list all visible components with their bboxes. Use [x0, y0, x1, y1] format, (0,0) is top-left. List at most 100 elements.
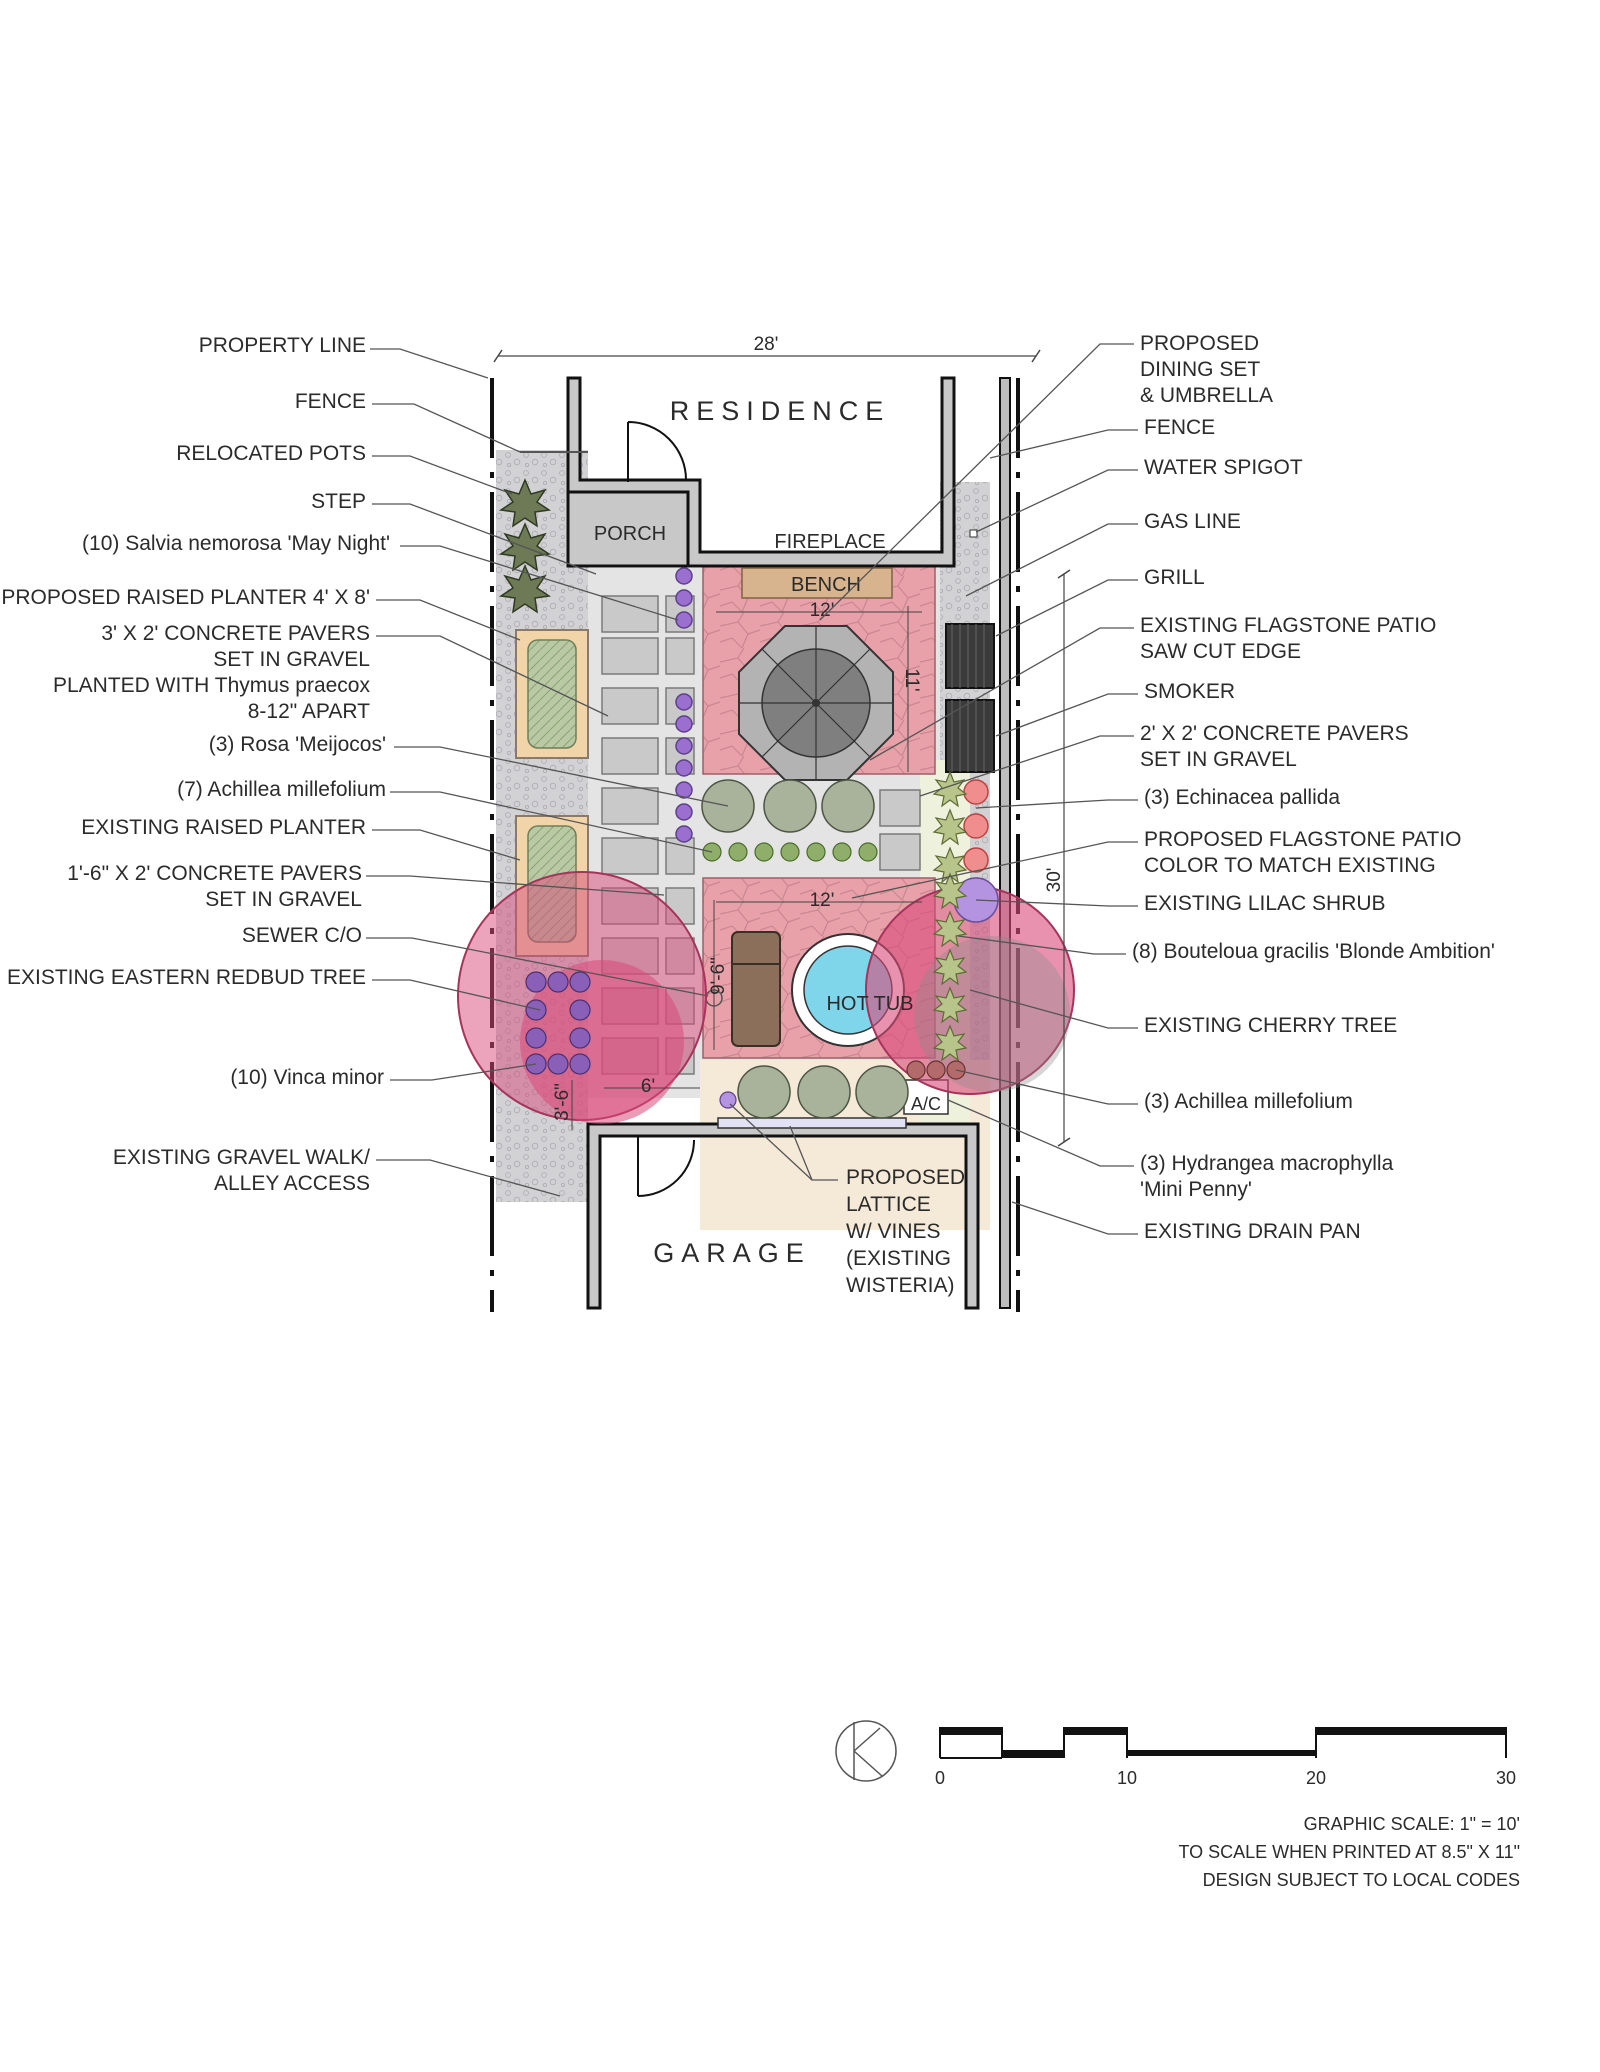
garage-label: GARAGE [653, 1238, 811, 1268]
label-alley-access: ALLEY ACCESS [214, 1172, 370, 1195]
lattice-labels: PROPOSED LATTICE W/ VINES (EXISTING WIST… [846, 1166, 965, 1297]
fireplace-label: FIREPLACE [774, 531, 885, 553]
lattice [717, 1117, 907, 1129]
dim-upper-width: 12' [810, 600, 835, 621]
dim-upper-depth: 11' [901, 668, 922, 691]
dim-total-width: 28' [754, 334, 779, 355]
scale-tick-30: 30 [1496, 1768, 1516, 1788]
garage-door-icon [637, 1136, 695, 1197]
label-redbud: EXISTING EASTERN REDBUD TREE [7, 966, 366, 989]
label-water-spigot: WATER SPIGOT [1144, 456, 1303, 479]
label-gravel-walk: EXISTING GRAVEL WALK/ [113, 1146, 370, 1169]
label-thymus-spacing: 8-12" APART [248, 700, 370, 723]
label-lattice-1: PROPOSED [846, 1166, 965, 1189]
leader-lines [366, 343, 1138, 1235]
rosa-shrubs [701, 779, 875, 833]
planter-herb-fill [527, 639, 577, 749]
label-lattice-2: LATTICE [846, 1193, 931, 1216]
scale-tick-0: 0 [935, 1768, 945, 1788]
label-pavers-1-6x2-gravel: SET IN GRAVEL [205, 888, 362, 911]
label-color-match: COLOR TO MATCH EXISTING [1144, 854, 1436, 877]
label-echinacea: (3) Echinacea pallida [1144, 786, 1340, 809]
bouteloua-grasses [932, 770, 968, 1062]
label-step: STEP [311, 490, 366, 513]
hydrangea-plants [737, 1065, 909, 1119]
label-sewer-co: SEWER C/O [242, 924, 362, 947]
bench [741, 567, 893, 599]
label-smoker: SMOKER [1144, 680, 1235, 703]
label-proposed-raised-planter: PROPOSED RAISED PLANTER 4' X 8' [1, 586, 370, 609]
scale-tick-10: 10 [1117, 1768, 1137, 1788]
label-lattice-5: WISTERIA) [846, 1274, 955, 1297]
label-property-line: PROPERTY LINE [199, 334, 366, 357]
label-mini-penny: 'Mini Penny' [1140, 1178, 1252, 1201]
note-print-size: TO SCALE WHEN PRINTED AT 8.5" X 11" [1178, 1842, 1520, 1862]
label-salvia: (10) Salvia nemorosa 'May Night' [82, 532, 390, 555]
label-pavers-2x2-gravel: SET IN GRAVEL [1140, 748, 1297, 771]
smoker [945, 699, 995, 773]
label-dining-1: PROPOSED [1140, 332, 1259, 355]
north-arrow-icon [835, 1720, 897, 1782]
dim-lower-width: 12' [810, 890, 835, 911]
label-existing-raised-planter: EXISTING RAISED PLANTER [81, 816, 366, 839]
label-pavers-2x2: 2' X 2' CONCRETE PAVERS [1140, 722, 1409, 745]
label-fence-left: FENCE [295, 390, 366, 413]
label-existing-flagstone: EXISTING FLAGSTONE PATIO [1140, 614, 1436, 637]
porch-label: PORCH [594, 523, 666, 545]
scale-notes: GRAPHIC SCALE: 1" = 10' TO SCALE WHEN PR… [1178, 1814, 1520, 1890]
echinacea-plants [963, 779, 989, 873]
label-thymus: PLANTED WITH Thymus praecox [53, 674, 371, 697]
garage-wall [586, 1122, 980, 1310]
hot-tub-label: HOT TUB [826, 993, 913, 1015]
dim-walk-width: 6' [641, 1076, 655, 1097]
label-fence-right: FENCE [1144, 416, 1215, 439]
dining-set-umbrella [738, 625, 894, 781]
dim-lower-depth: 9'-6" [708, 957, 729, 995]
label-rosa: (3) Rosa 'Meijocos' [209, 733, 386, 756]
lounge-chair [731, 931, 781, 1047]
label-dining-3: & UMBRELLA [1140, 384, 1273, 407]
note-graphic-scale: GRAPHIC SCALE: 1" = 10' [1304, 1814, 1520, 1834]
label-gas-line: GAS LINE [1144, 510, 1241, 533]
label-lattice-4: (EXISTING [846, 1247, 951, 1270]
label-vinca: (10) Vinca minor [230, 1066, 384, 1089]
label-grill: GRILL [1144, 566, 1205, 589]
bench-label: BENCH [791, 574, 861, 596]
label-proposed-flagstone: PROPOSED FLAGSTONE PATIO [1144, 828, 1461, 851]
label-hydrangea: (3) Hydrangea macrophylla [1140, 1152, 1394, 1175]
porch [566, 490, 690, 568]
dim-total-depth: 30' [1044, 868, 1065, 893]
ac-label: A/C [911, 1094, 941, 1114]
graphic-scale-bar: 0 10 20 30 [935, 1727, 1516, 1788]
label-drain-pan: EXISTING DRAIN PAN [1144, 1220, 1361, 1243]
left-labels: PROPERTY LINE FENCE RELOCATED POTS STEP … [1, 334, 390, 1195]
label-achillea-7: (7) Achillea millefolium [177, 778, 386, 801]
label-bouteloua: (8) Bouteloua gracilis 'Blonde Ambition' [1132, 940, 1495, 963]
fence-right [999, 377, 1011, 1309]
furnishings [705, 529, 995, 1115]
label-cherry-tree: EXISTING CHERRY TREE [1144, 1014, 1397, 1037]
dimensions: 28' 30' 12' 11' 12' 9'-6" 6' 3'-6" [493, 334, 1071, 1147]
dim-walk-depth: 3'-6" [552, 1083, 573, 1121]
right-labels: PROPOSED DINING SET & UMBRELLA FENCE WAT… [1132, 332, 1495, 1243]
water-spigot-icon [969, 529, 978, 538]
label-relocated-pots: RELOCATED POTS [176, 442, 366, 465]
internal-labels: RESIDENCE GARAGE PORCH FIREPLACE BENCH H… [594, 396, 941, 1268]
achillea-row [702, 842, 878, 862]
salvia-plants [675, 567, 693, 843]
label-achillea-3: (3) Achillea millefolium [1144, 1090, 1353, 1113]
residence-door-icon [627, 421, 687, 482]
note-local-codes: DESIGN SUBJECT TO LOCAL CODES [1203, 1870, 1520, 1890]
vinca-plants [525, 971, 591, 1075]
label-pavers-3x2: 3' X 2' CONCRETE PAVERS [101, 622, 370, 645]
grill [945, 623, 995, 689]
label-dining-2: DINING SET [1140, 358, 1260, 381]
structures [490, 376, 1020, 1312]
label-pavers-1-6x2: 1'-6" X 2' CONCRETE PAVERS [67, 862, 362, 885]
label-lattice-3: W/ VINES [846, 1220, 941, 1243]
vine-plant [719, 1091, 737, 1109]
label-pavers-3x2-gravel: SET IN GRAVEL [213, 648, 370, 671]
scale-tick-20: 20 [1306, 1768, 1326, 1788]
residence-label: RESIDENCE [670, 396, 891, 426]
